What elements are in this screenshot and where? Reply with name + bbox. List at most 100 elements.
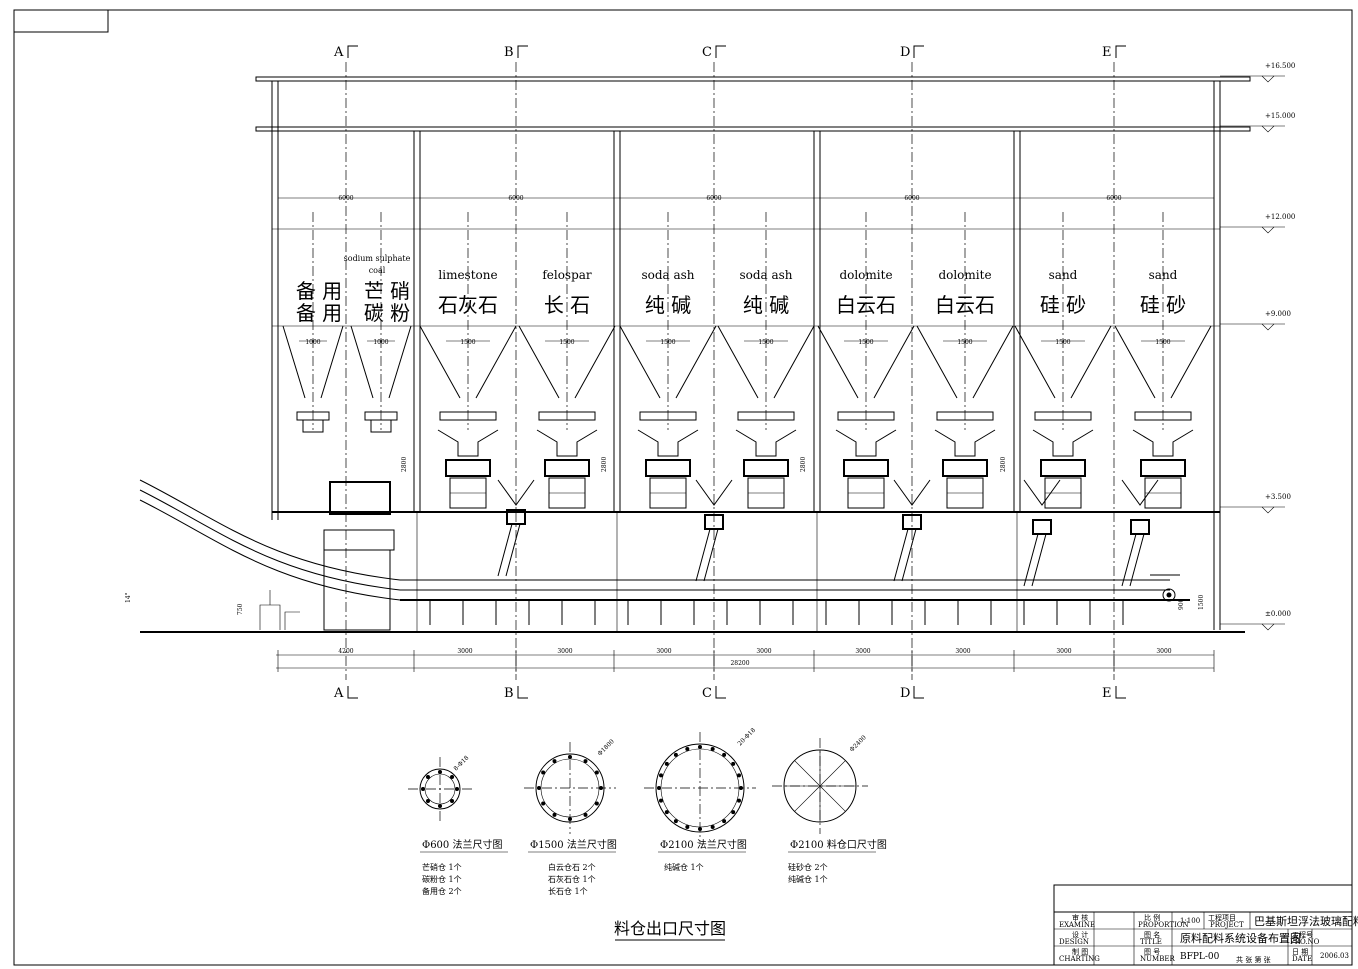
silo-label-en-9: sand [1149,268,1178,282]
flange-item-0-1: 碳粉仓 1个 [422,874,462,884]
tb-date-en: DATE [1292,955,1312,963]
axis-label-bot-E: E [1102,686,1112,701]
bolt-hole [659,798,664,803]
bolt-hole [583,812,588,817]
tb-title-cn: 图 名 [1144,930,1160,939]
silo-label-en-4: soda ash [641,268,694,282]
top-dim-4: 6000 [1106,195,1121,202]
chute-valve-4 [1130,519,1150,535]
bolt-hole [739,786,743,790]
silo-label-cn-bot-0: 备 用 [296,301,342,325]
top-dim-1: 6000 [508,195,523,202]
flange-title-2: Φ2100 法兰尺寸图 [660,838,747,851]
flange-note-2: 20-Φ18 [736,727,757,748]
outlet-flange-4 [639,411,697,421]
tb-proportion-en: PROPORTION [1138,921,1189,929]
total-dimension: 28200 [730,660,749,667]
feeder-neck-6 [835,429,897,457]
tb-title-en: TITLE [1140,938,1162,946]
bolt-hole [450,799,455,804]
axis-label-top-E: E [1102,45,1112,60]
bolt-hole [450,774,455,779]
hopper-dim-0: 1000 [305,339,320,346]
outlet-flange-5 [737,411,795,421]
bolt-hole [594,770,599,775]
hopper-dim-3: 1500 [559,339,574,346]
elevation-marks: +16.500+15.000+12.000+9.000+3.500±0.000 [1220,62,1295,631]
chute-pipe-2 [893,528,917,582]
silo-label-cn-8: 硅 砂 [1040,293,1086,317]
chute-valve-2 [902,514,922,530]
axis-mark-top-C [715,45,726,58]
elevation-label-5: ±0.000 [1265,610,1291,618]
chute-cone-2 [893,479,931,506]
bolt-hole [722,819,727,824]
elevation-label-2: +12.000 [1265,213,1295,221]
sheet-border [13,9,1353,966]
scale-body-8 [1040,459,1086,477]
silo-label-cn-top-0: 备 用 [296,279,342,303]
axis-mark-bot-C [715,686,726,699]
outlet-flange-3 [538,411,596,421]
flange-item-3-0: 硅砂仓 2个 [788,862,828,872]
silo-label-cn-2: 石灰石 [438,293,498,317]
corner-box [13,9,109,33]
bolt-hole [685,824,690,829]
bot-dim-6: 3000 [955,648,970,655]
chute-pipe-4 [1121,533,1145,587]
silo-label-en2-1: coal [369,266,386,275]
feeder-neck-5 [735,429,797,457]
elev-triangle-5 [1261,623,1275,631]
flange-item-3-1: 纯碱仓 1个 [788,874,828,884]
silo-hopper-6 [817,325,915,399]
silo-label-cn-5: 纯 碱 [743,293,789,317]
feeder-6 [835,429,897,509]
bolt-hole [736,798,741,803]
bolt-hole [698,745,702,749]
feeder-neck-4 [637,429,699,457]
hopper-dim-1: 1000 [373,339,388,346]
building-columns [413,131,1021,632]
silo-hopper-3 [518,325,616,399]
bolt-hole [731,810,736,815]
feeder-2 [437,429,499,509]
silo-label-en-2: limestone [438,268,497,282]
flange-item-0-2: 备用仓 2个 [422,886,462,896]
feeder-1 [370,419,392,433]
bot-dim-3: 3000 [656,648,671,655]
hopper-dim-5: 1500 [758,339,773,346]
conveyor-dim-1500: 1500 [1198,595,1205,610]
title-block: 审 核 EXAMINE 设 计 DESIGN 制 图 CHARTING 比 例 … [1053,884,1358,966]
bolt-hole [568,817,572,821]
building-frame [140,76,1251,633]
flange-outer-0 [419,768,461,810]
tb-date-cn: 日 期 [1292,948,1308,956]
bolt-hole [710,747,715,752]
flange-item-1-2: 长石仓 1个 [548,886,588,896]
silo-hopper-4 [619,325,717,399]
flange-item-2-0: 纯碱仓 1个 [664,862,704,872]
axis-mark-top-E [1115,45,1126,58]
bolt-hole [659,773,664,778]
division-line [819,760,846,787]
elevation-label-3: +9.000 [1265,310,1291,318]
belt-conveyor: 14° 750 900 1500 [125,479,1205,630]
silo-label-en-1: sodium sulphate [344,254,411,263]
bolt-hole [673,819,678,824]
scale-body-4 [645,459,691,477]
feeder-0 [302,419,324,433]
outlet-flange-6 [837,411,895,421]
bolt-hole [736,773,741,778]
silo-label-cn-6: 白云石 [836,293,896,317]
slope-label: 14° [125,592,132,603]
bolt-hole [599,786,603,790]
bolt-hole [552,759,557,764]
scale-body-5 [743,459,789,477]
bolt-hole [698,827,702,831]
axis-label-top-A: A [333,45,344,60]
